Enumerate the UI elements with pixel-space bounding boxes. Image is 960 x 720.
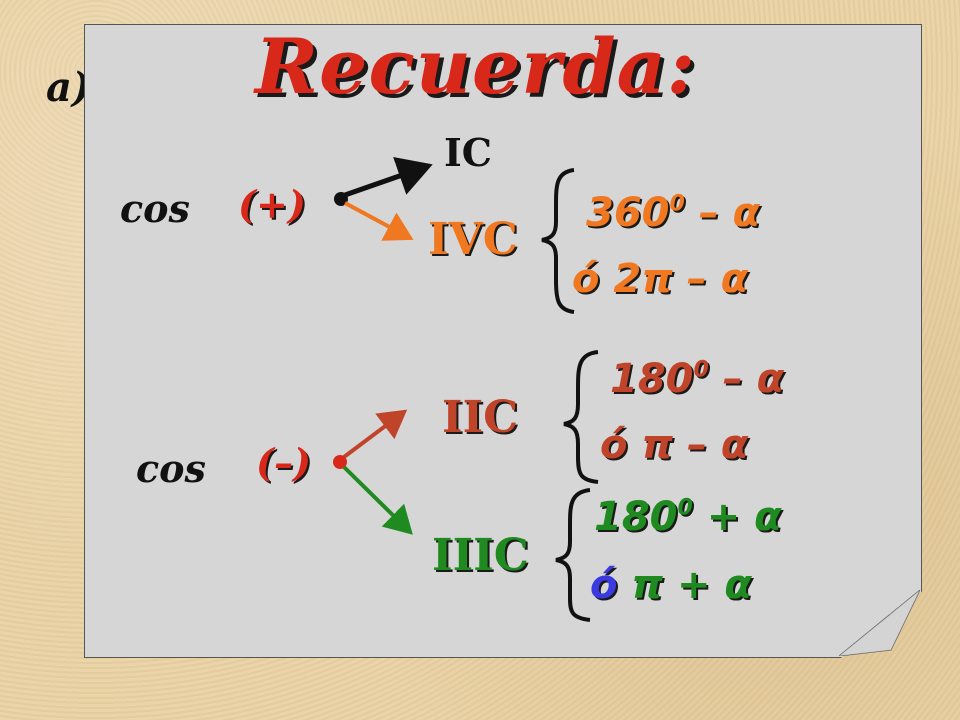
background-letter: a) [46,64,91,111]
arrow-to-iic [342,409,408,459]
branch-node-negative [333,455,347,469]
branch-node-positive [334,192,348,206]
formula-iiic-radians: ó π + α [590,562,752,608]
formula-iic-radians: ó π – α [600,422,749,468]
quadrant-iic: IIC [442,392,519,443]
brace-ivc [541,168,575,314]
arrow-to-ivc [344,201,414,241]
arrow-to-ic [344,157,433,198]
sign-negative: (–) [256,440,311,485]
quadrant-ivc: IVC [428,214,518,265]
formula-ivc-degrees: 3600 – α [586,190,761,236]
formula-iic-degrees: 1800 – α [610,356,785,402]
formula-ivc-radians: ó 2π – α [572,256,749,302]
page-curl [839,590,920,656]
formula-iiic-degrees: 1800 + α [594,494,782,540]
quadrant-iiic: IIIC [432,530,529,581]
cos-label-positive: cos [120,186,190,231]
quadrant-ic: IC [444,130,493,175]
brace-iiic [555,488,591,622]
brace-iic [563,350,599,484]
page-title: Recuerda: [255,22,696,111]
sign-positive: (+) [238,182,306,227]
arrow-to-iiic [342,465,413,535]
note-card [84,24,922,658]
cos-label-negative: cos [136,446,206,491]
